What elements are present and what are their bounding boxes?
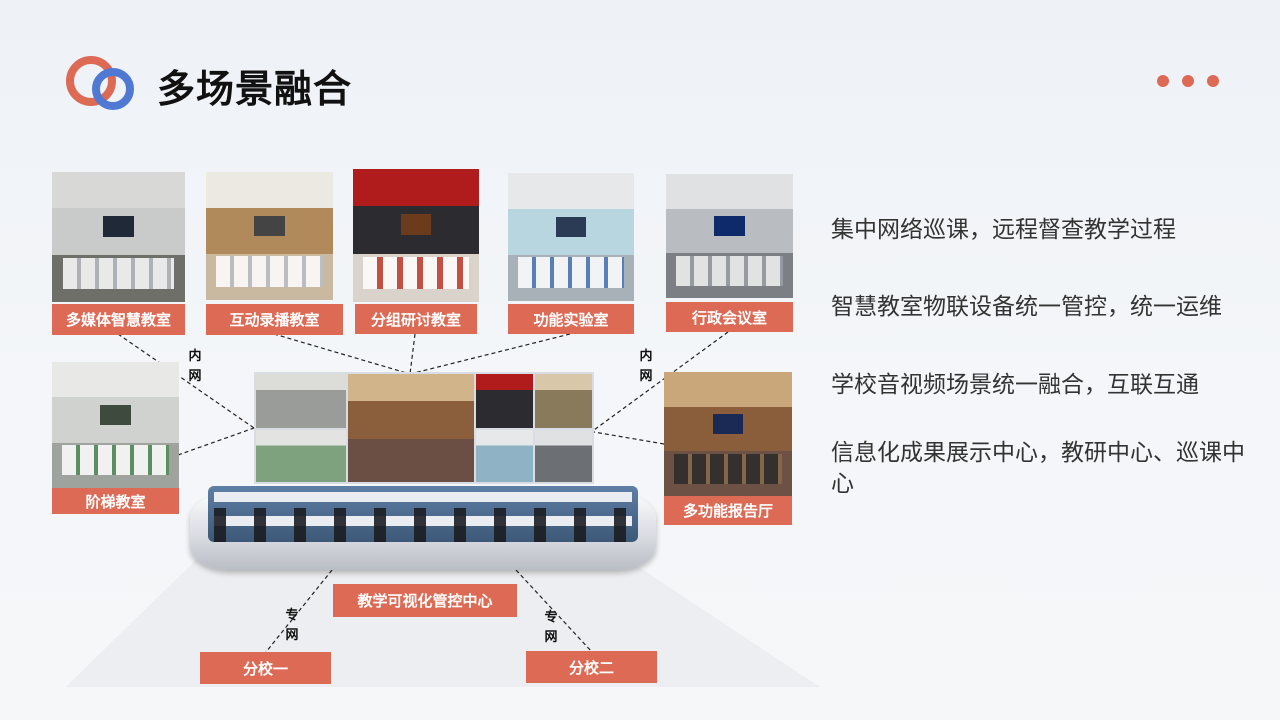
video-wall-tile — [476, 430, 533, 482]
label-lecture-hall: 阶梯教室 — [52, 488, 179, 514]
video-wall-tile — [256, 374, 346, 428]
inner-network-label-left: 内网 — [188, 349, 202, 384]
video-wall-tile — [256, 430, 346, 482]
meeting-room-photo — [666, 174, 793, 298]
label-group-classroom: 分组研讨教室 — [355, 304, 477, 334]
bullet-text-1: 集中网络巡课，远程督查教学过程 — [831, 217, 1176, 243]
label-report-hall: 多功能报告厅 — [664, 496, 792, 525]
label-branch-one: 分校一 — [200, 652, 331, 684]
multimedia-classroom-photo — [52, 172, 185, 302]
logo-rings-icon — [66, 56, 134, 110]
video-wall-tile — [535, 374, 592, 428]
label-function-lab: 功能实验室 — [508, 304, 634, 334]
bullet-text-3: 学校音视频场景统一融合，互联互通 — [831, 372, 1199, 398]
label-branch-two: 分校二 — [526, 651, 657, 683]
video-wall — [254, 372, 594, 484]
dedicated-network-label-left: 专网 — [285, 608, 299, 643]
bullet-text-4: 信息化成果展示中心，教研中心、巡课中心 — [831, 440, 1245, 497]
lecture-hall-photo — [52, 362, 179, 488]
video-wall-tile — [535, 430, 592, 482]
console-chairs — [214, 508, 634, 542]
label-meeting-room: 行政会议室 — [666, 302, 793, 332]
label-multimedia-classroom: 多媒体智慧教室 — [52, 304, 185, 335]
function-lab-photo — [508, 173, 634, 301]
report-hall-photo — [664, 372, 792, 496]
inner-network-label-right: 内网 — [639, 349, 653, 384]
dedicated-network-label-right: 专网 — [544, 610, 558, 645]
page-title: 多场景融合 — [157, 67, 353, 111]
group-discussion-classroom-photo — [353, 169, 479, 302]
label-recording-classroom: 互动录播教室 — [206, 304, 343, 335]
recording-classroom-photo — [206, 172, 333, 300]
more-dots-icon — [1157, 75, 1219, 87]
video-wall-tile — [476, 374, 533, 428]
video-wall-tile — [348, 374, 474, 482]
label-control-center: 教学可视化管控中心 — [333, 584, 517, 617]
bullet-text-2: 智慧教室物联设备统一管控，统一运维 — [831, 294, 1222, 320]
